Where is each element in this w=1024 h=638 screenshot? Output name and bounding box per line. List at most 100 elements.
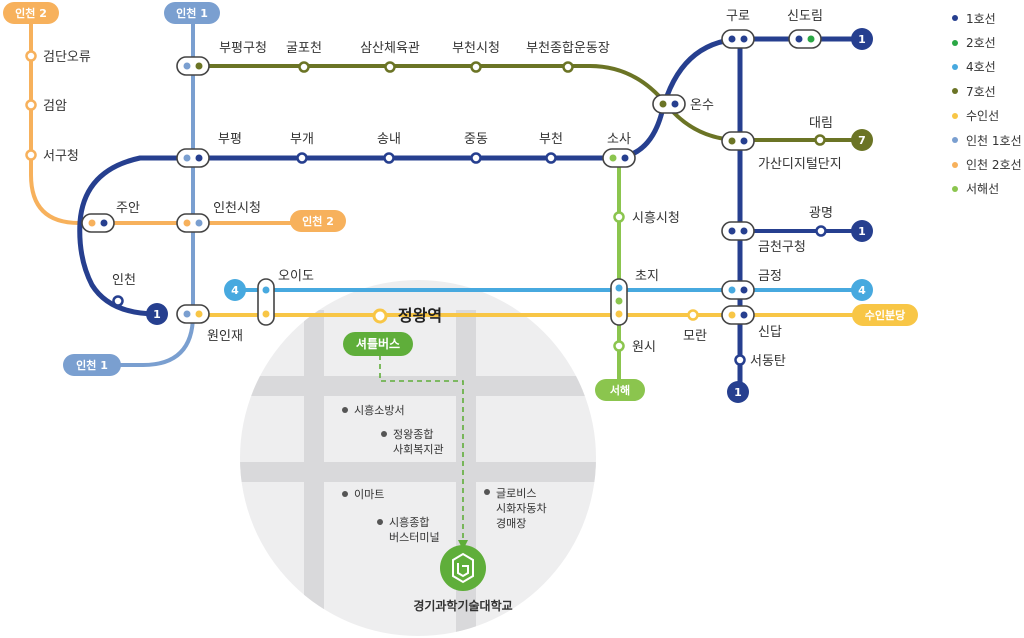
label-jeongwang: 정왕역: [398, 306, 442, 325]
station-dot-daerim[interactable]: [814, 134, 826, 146]
station-dot-gwangmyeong[interactable]: [815, 225, 827, 237]
transfer-sindorim[interactable]: [788, 29, 822, 49]
legend-item: 인천 1호선: [952, 128, 1022, 152]
station-dot-incheon[interactable]: [112, 295, 124, 307]
line1-incheon-badge-label: 1: [153, 308, 161, 321]
legend-dot-icon: [952, 185, 958, 192]
legend-item: 수인선: [952, 104, 1022, 128]
seohae-end-pill[interactable]: [595, 379, 645, 401]
transfer-guro[interactable]: [721, 29, 755, 49]
road: [304, 310, 324, 636]
line4-right-badge[interactable]: [851, 279, 873, 301]
label-wonsi: 원시: [632, 340, 656, 355]
station-dot-bucheon[interactable]: [545, 152, 557, 164]
legend-dot-icon: [952, 161, 958, 168]
shuttle-label: 셔틀버스: [356, 336, 400, 351]
legend-dot-icon: [952, 112, 958, 119]
station-dot-seogu[interactable]: [25, 149, 37, 161]
transfer-geumcheon[interactable]: [721, 221, 755, 241]
incheon1-bottom-pill[interactable]: [63, 354, 121, 376]
line1-geumcheon-badge[interactable]: [851, 220, 873, 242]
label-daerim: 대림: [809, 116, 833, 131]
road: [240, 376, 596, 396]
poi-glovis-line3: 경매장: [496, 517, 526, 530]
label-juan: 주안: [116, 201, 140, 216]
label-geomdan: 검단오류: [43, 50, 91, 65]
line7-end-badge-label: 7: [858, 134, 866, 147]
station-dot-bucheon-city[interactable]: [470, 61, 482, 73]
label-bucheon: 부천: [539, 132, 563, 147]
transfer-geumjeong[interactable]: [721, 280, 755, 300]
label-gwangmyeong: 광명: [809, 206, 833, 221]
station-dot-moran[interactable]: [687, 309, 699, 321]
station-dot-geomdan[interactable]: [25, 50, 37, 62]
station-dot-siheung-city[interactable]: [613, 211, 625, 223]
line1-bottom-badge[interactable]: [727, 381, 749, 403]
station-dot-bucheon-stadium[interactable]: [562, 61, 574, 73]
stations: [25, 50, 827, 366]
legend-dot-icon: [952, 63, 958, 70]
poi-glovis-line2: 시화자동차: [496, 502, 547, 515]
line1-incheon-badge[interactable]: [146, 303, 168, 325]
label-siheung-city: 시흥시청: [632, 211, 680, 226]
station-dot-samsan[interactable]: [384, 61, 396, 73]
incheon2-top-pill[interactable]: [3, 2, 59, 24]
transfer-choji[interactable]: [610, 278, 628, 326]
transfer-gasan[interactable]: [721, 131, 755, 151]
label-bupyeong-gu: 부평구청: [219, 41, 267, 56]
legend-item: 4호선: [952, 55, 1022, 79]
station-dot-wonsi[interactable]: [613, 340, 625, 352]
label-gasan: 가산디지털단지: [758, 157, 842, 172]
incheon2-mid-pill[interactable]: [290, 210, 346, 232]
legend-item: 7호선: [952, 79, 1022, 103]
incheon1-bottom-label: 인천 1: [76, 358, 108, 372]
transfer-sosa[interactable]: [602, 148, 636, 168]
legend-item: 인천 2호선: [952, 152, 1022, 176]
transfer-incheon-city[interactable]: [176, 213, 210, 233]
poi-dot: [381, 431, 387, 437]
transfer-oido[interactable]: [257, 278, 275, 326]
line1-geumcheon-badge-label: 1: [858, 225, 866, 238]
station-dot-jungdong[interactable]: [470, 152, 482, 164]
transfer-sindap[interactable]: [721, 305, 755, 325]
incheon1-top-pill[interactable]: [164, 2, 220, 24]
line-7: [191, 64, 864, 142]
label-geumjeong: 금정: [758, 269, 782, 284]
legend-item: 서해선: [952, 177, 1022, 201]
suin-end-pill[interactable]: [852, 304, 918, 326]
transfer-juan[interactable]: [81, 213, 115, 233]
transfer-bupyeong-gu[interactable]: [176, 56, 210, 76]
shuttle-route: [379, 355, 464, 545]
legend-label: 1호선: [966, 11, 996, 26]
station-dot-seodongtan[interactable]: [734, 354, 746, 366]
poi-dot: [484, 489, 490, 495]
legend-dot-icon: [952, 15, 958, 22]
line4-left-badge-label: 4: [231, 284, 239, 297]
station-dot-gulpo[interactable]: [298, 61, 310, 73]
line7-end-badge[interactable]: [851, 129, 873, 151]
legend-label: 서해선: [966, 182, 1000, 197]
transfer-stations: [81, 29, 822, 326]
station-dot-bugae[interactable]: [296, 152, 308, 164]
transfer-wonin[interactable]: [176, 304, 210, 324]
legend-dot-icon: [952, 39, 958, 46]
transfer-onsu[interactable]: [652, 94, 686, 114]
school-name: 경기과학기술대학교: [413, 598, 512, 613]
line1-bottom-badge-label: 1: [734, 386, 742, 399]
legend-dot-icon: [952, 88, 958, 95]
line1-sindorim-badge[interactable]: [851, 28, 873, 50]
area-background: [240, 280, 596, 636]
shuttle-badge: [343, 332, 413, 356]
poi-terminal-line1: 시흥종합: [389, 515, 429, 529]
station-dot-songnae[interactable]: [383, 152, 395, 164]
legend-label: 인천 2호선: [966, 158, 1022, 173]
transfer-bupyeong[interactable]: [176, 148, 210, 168]
station-dot-geomam[interactable]: [25, 99, 37, 111]
line4-left-badge[interactable]: [224, 279, 246, 301]
station-dot-jeongwang[interactable]: [372, 308, 388, 324]
poi-emart: 이마트: [354, 488, 384, 501]
poi-dot: [342, 491, 348, 497]
label-seogu: 서구청: [43, 149, 79, 164]
